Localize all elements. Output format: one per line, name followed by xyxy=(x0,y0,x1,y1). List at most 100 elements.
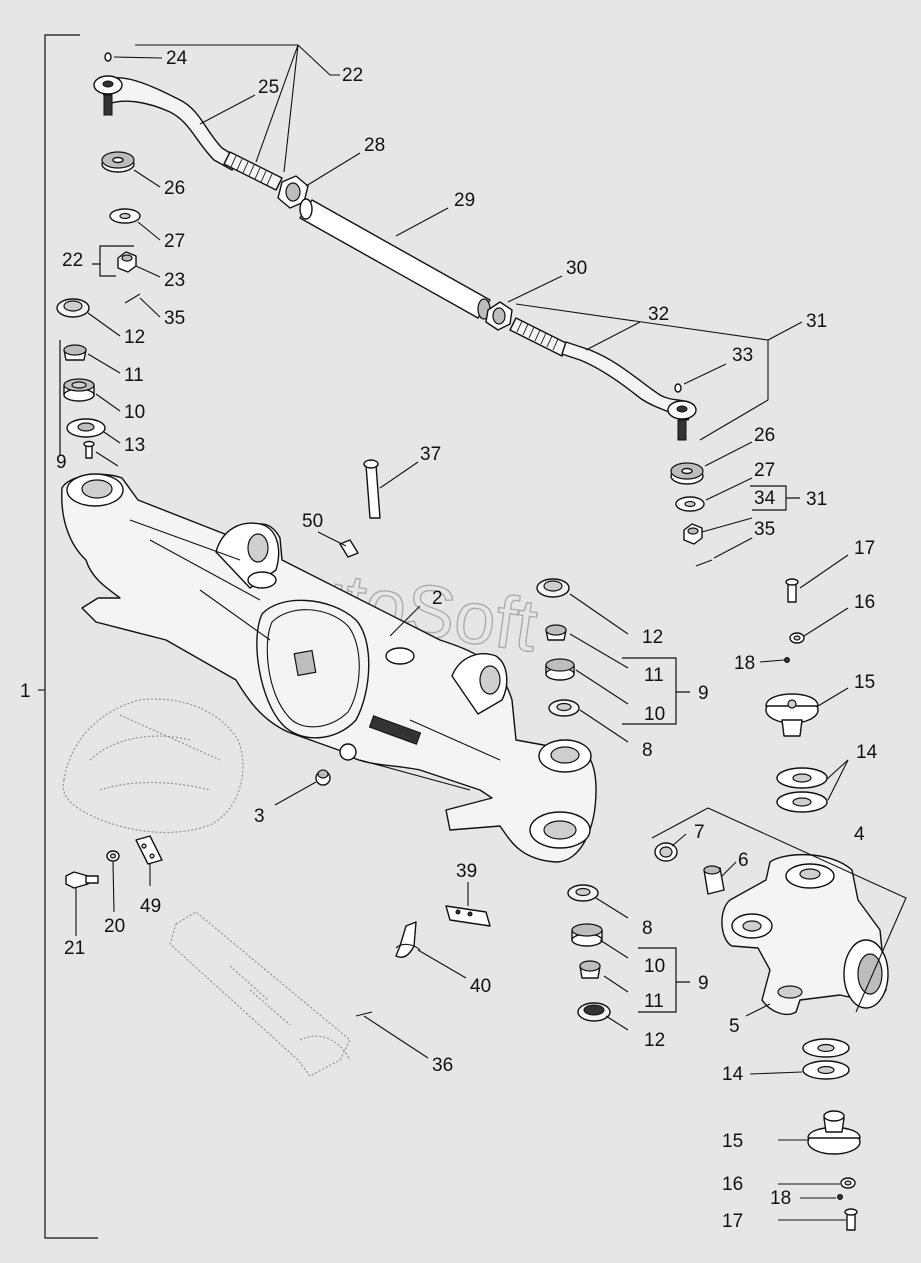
bushing-11-right-lower xyxy=(579,960,601,979)
callout-11-right-lower: 11 xyxy=(644,991,664,1012)
callout-37: 37 xyxy=(420,444,441,465)
cap-15-upper xyxy=(765,693,819,737)
callout-32: 32 xyxy=(648,304,669,325)
callout-labels: 1 2 3 4 5 6 7 8 8 9 9 9 10 10 10 11 11 1… xyxy=(20,48,878,1232)
washer-16-upper xyxy=(789,632,805,644)
bearing-10-right-upper xyxy=(545,658,575,681)
callout-36: 36 xyxy=(432,1055,453,1076)
callout-10-left: 10 xyxy=(124,402,145,423)
plug-3 xyxy=(315,769,331,786)
pin-37 xyxy=(363,459,381,519)
callout-31-right: 31 xyxy=(806,489,827,510)
callout-11-left: 11 xyxy=(124,365,144,386)
callout-13: 13 xyxy=(124,435,145,456)
callout-18-lower: 18 xyxy=(770,1188,791,1209)
callout-17-lower: 17 xyxy=(722,1211,743,1232)
differential-ghost xyxy=(62,698,244,833)
callout-40: 40 xyxy=(470,976,491,997)
bracket-39 xyxy=(445,905,491,927)
callout-12-right-upper: 12 xyxy=(642,627,663,648)
callout-50: 50 xyxy=(302,511,323,532)
jam-nut-28 xyxy=(277,175,309,209)
callout-3: 3 xyxy=(254,806,265,827)
tie-rod-thread-left xyxy=(223,151,283,191)
pin-18-upper xyxy=(784,657,790,663)
callout-22-left: 22 xyxy=(62,250,83,271)
callout-15-upper: 15 xyxy=(854,672,875,693)
bushing-6 xyxy=(703,865,725,895)
cotter-pin-35-right xyxy=(695,559,713,567)
callout-26-left: 26 xyxy=(164,178,185,199)
shim-14-upper xyxy=(776,767,828,813)
bolt-13-small xyxy=(83,440,95,459)
nut-34 xyxy=(683,523,703,545)
wire-36 xyxy=(355,1011,373,1017)
bushing-11-left xyxy=(63,344,87,361)
callout-8-lower: 8 xyxy=(642,918,653,939)
callout-17-upper: 17 xyxy=(854,538,875,559)
callout-20: 20 xyxy=(104,916,125,937)
bolt-17-lower xyxy=(844,1208,858,1231)
plate-49 xyxy=(135,835,163,865)
driveshaft-ghost xyxy=(169,911,351,1077)
callout-35-left: 35 xyxy=(164,308,185,329)
callout-33: 33 xyxy=(732,345,753,366)
callout-21: 21 xyxy=(64,938,85,959)
pin-18-lower xyxy=(837,1194,843,1200)
callout-8-upper: 8 xyxy=(642,740,653,761)
washer-26-right xyxy=(670,462,704,485)
grease-fitting-33 xyxy=(674,383,682,393)
callout-10-right-lower: 10 xyxy=(644,956,665,977)
axle-housing xyxy=(61,473,597,863)
callout-5: 5 xyxy=(729,1016,740,1037)
callout-10-right-upper: 10 xyxy=(644,704,665,725)
callout-39: 39 xyxy=(456,861,477,882)
callout-27-right: 27 xyxy=(754,460,775,481)
callout-9-left: 9 xyxy=(56,452,67,473)
callout-14-lower: 14 xyxy=(722,1064,744,1085)
washer-26-left xyxy=(101,151,135,173)
callout-16-lower: 16 xyxy=(722,1174,743,1195)
callout-26-right: 26 xyxy=(754,425,775,446)
callout-11-right-upper: 11 xyxy=(644,665,664,686)
tie-rod-end-right xyxy=(561,341,697,441)
callout-6: 6 xyxy=(738,850,749,871)
seal-12-left xyxy=(56,298,90,318)
callout-49: 49 xyxy=(140,896,161,917)
callout-4: 4 xyxy=(854,824,865,845)
callout-7: 7 xyxy=(694,822,705,843)
callout-18-upper: 18 xyxy=(734,653,755,674)
callout-27-left: 27 xyxy=(164,231,185,252)
bearing-10-left xyxy=(63,378,95,402)
clip-40 xyxy=(395,921,421,958)
cap-15-lower xyxy=(807,1110,861,1155)
steering-knuckle xyxy=(721,854,889,1016)
washer-27-right xyxy=(675,496,705,512)
callout-35-right: 35 xyxy=(754,519,775,540)
callout-14-upper: 14 xyxy=(856,742,878,763)
washer-27-left xyxy=(109,208,141,224)
callout-24: 24 xyxy=(166,48,188,69)
callout-2: 2 xyxy=(432,588,443,609)
callout-28: 28 xyxy=(364,135,385,156)
callout-9-right-upper: 9 xyxy=(698,683,709,704)
shim-8-lower xyxy=(567,884,599,902)
bolt-17-upper xyxy=(785,578,799,603)
jam-nut-30 xyxy=(485,301,513,331)
shim-13-left xyxy=(66,418,106,438)
callout-12-left: 12 xyxy=(124,327,145,348)
seal-7 xyxy=(654,842,678,862)
callout-31-top: 31 xyxy=(806,311,827,332)
seal-12-right-upper xyxy=(536,578,570,598)
washer-16-lower xyxy=(840,1177,856,1189)
washer-20 xyxy=(106,850,120,862)
bolt-50 xyxy=(339,539,359,558)
tie-rod-thread-right xyxy=(509,317,569,357)
grease-fitting-24 xyxy=(104,52,112,62)
callout-29: 29 xyxy=(454,190,475,211)
callout-9-right-lower: 9 xyxy=(698,973,709,994)
cotter-pin-35-left xyxy=(124,293,141,304)
shim-14-lower xyxy=(802,1038,850,1080)
shim-8-upper xyxy=(548,699,580,717)
